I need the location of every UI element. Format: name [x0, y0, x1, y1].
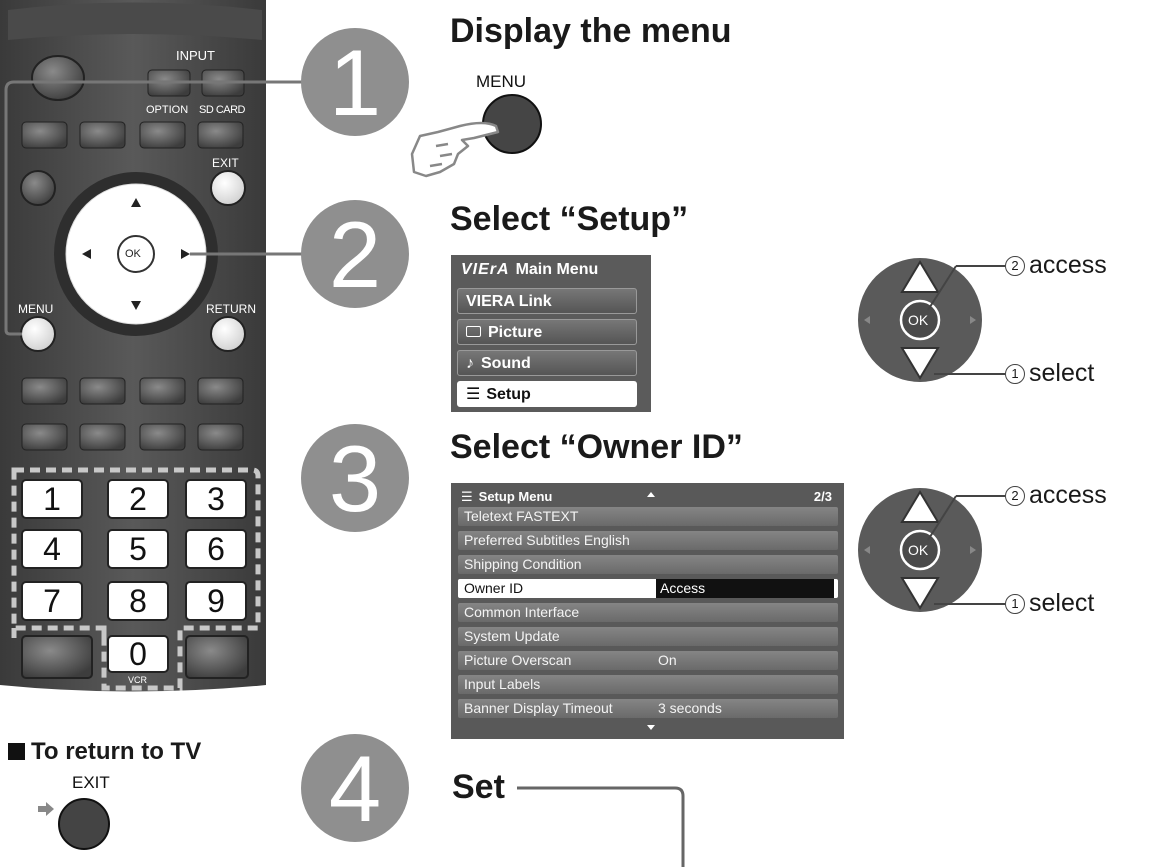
dpad-ok-button[interactable] [899, 299, 941, 341]
dpad-ok-label-1: OK [908, 312, 929, 328]
step-1-title: Display the menu [450, 12, 732, 50]
ok-label: OK [125, 248, 141, 260]
return-exit-graphic [38, 798, 110, 850]
return-exit-label: EXIT [72, 773, 110, 792]
viera-logo: VIErA [461, 261, 510, 278]
return-button[interactable] [210, 316, 246, 352]
key-9[interactable]: 9 [207, 583, 225, 619]
number-keys [21, 479, 249, 679]
callout-lines [4, 80, 318, 336]
step-3-number: 3 [328, 426, 382, 531]
key-5[interactable]: 5 [129, 531, 147, 567]
dpad-up-arrow-icon [900, 490, 940, 523]
key-6[interactable]: 6 [207, 531, 225, 567]
dpad-ok-button[interactable] [899, 529, 941, 571]
step-4-number: 4 [328, 736, 382, 841]
setup-menu-title: ☰Setup Menu [461, 489, 553, 504]
ok-button[interactable] [117, 235, 155, 273]
step-2-title: Select “Setup” [450, 200, 689, 238]
key-7[interactable]: 7 [43, 583, 61, 619]
function-buttons-row [21, 121, 244, 149]
set-callout-line [517, 786, 685, 867]
menu-label: MENU [18, 302, 54, 316]
picture-icon [466, 326, 481, 337]
return-label: RETURN [206, 302, 256, 316]
step-circles [301, 28, 409, 842]
step-4-title: Set [452, 768, 505, 806]
exit-round-button[interactable] [58, 798, 110, 850]
setup-row-shipping[interactable]: Shipping Condition [458, 555, 838, 574]
dpad-right-arrow-icon [970, 546, 976, 554]
setup-row-subtitles[interactable]: Preferred Subtitles English [458, 531, 838, 550]
key-1[interactable]: 1 [43, 481, 61, 517]
right-arrow-icon [181, 249, 190, 259]
menu-button-label: MENU [476, 72, 527, 91]
setup-list-icon: ☰ [466, 386, 481, 403]
key-2[interactable]: 2 [129, 481, 147, 517]
down-arrow-icon [131, 301, 141, 310]
up-arrow-icon [131, 198, 141, 207]
step-1-circle [301, 28, 409, 136]
step-1-number: 1 [328, 30, 382, 135]
setup-menu-page: 2/3 [813, 489, 832, 504]
left-arrow-icon [82, 249, 91, 259]
exit-button[interactable] [210, 170, 246, 206]
input-label: INPUT [176, 48, 215, 63]
step-2-number: 2 [328, 202, 382, 307]
dpad-down-arrow-icon [900, 347, 940, 380]
setup-menu-screen: ☰Setup Menu 2/3 Teletext FASTEXT Preferr… [451, 483, 844, 739]
step-3-title: Select “Owner ID” [450, 428, 743, 466]
dpad-ok-label-2: OK [908, 542, 929, 558]
dpad-left-arrow-icon [864, 546, 870, 554]
menu-item-viera-link[interactable]: VIERA Link [457, 288, 637, 314]
key-4[interactable]: 4 [43, 531, 61, 567]
sound-icon: ♪ [466, 355, 474, 372]
pointing-hand-icon [410, 121, 500, 178]
setup-row-system-update[interactable]: System Update [458, 627, 838, 646]
square-bullet-icon [8, 743, 25, 760]
dpad-callout-1 [858, 258, 1005, 382]
dpad-right-arrow-icon [970, 316, 976, 324]
step-2-circle [301, 200, 409, 308]
sdcard-label: SD CARD [199, 104, 246, 116]
return-to-tv-heading: To return to TV [8, 738, 201, 766]
scroll-up-icon [647, 492, 655, 497]
key-3[interactable]: 3 [207, 481, 225, 517]
remote-control [0, 0, 266, 692]
dpad-up-arrow-icon [900, 260, 940, 293]
dpad-left-arrow-icon [864, 316, 870, 324]
vcr-label: VCR [128, 675, 148, 685]
button-rows [21, 377, 244, 451]
menu-item-sound[interactable]: ♪Sound [457, 350, 637, 376]
arrow-right-icon [38, 802, 54, 816]
setup-row-input-labels[interactable]: Input Labels [458, 675, 838, 694]
setup-row-teletext[interactable]: Teletext FASTEXT [458, 507, 838, 526]
power-button[interactable] [31, 55, 85, 101]
option-label: OPTION [146, 104, 189, 116]
step-4-circle [301, 734, 409, 842]
menu-press-graphic [410, 94, 542, 178]
menu-item-setup[interactable]: ☰Setup [457, 381, 637, 407]
dpad-down-arrow-icon [900, 577, 940, 610]
key-8[interactable]: 8 [129, 583, 147, 619]
setup-list-icon: ☰ [461, 489, 473, 504]
setup-row-common-interface[interactable]: Common Interface [458, 603, 838, 622]
scroll-down-icon [647, 725, 655, 730]
dpad-callout-2 [858, 488, 1005, 612]
menu-item-picture[interactable]: Picture [457, 319, 637, 345]
step-3-circle [301, 424, 409, 532]
exit-label: EXIT [212, 156, 239, 170]
key-0[interactable]: 0 [129, 636, 147, 672]
